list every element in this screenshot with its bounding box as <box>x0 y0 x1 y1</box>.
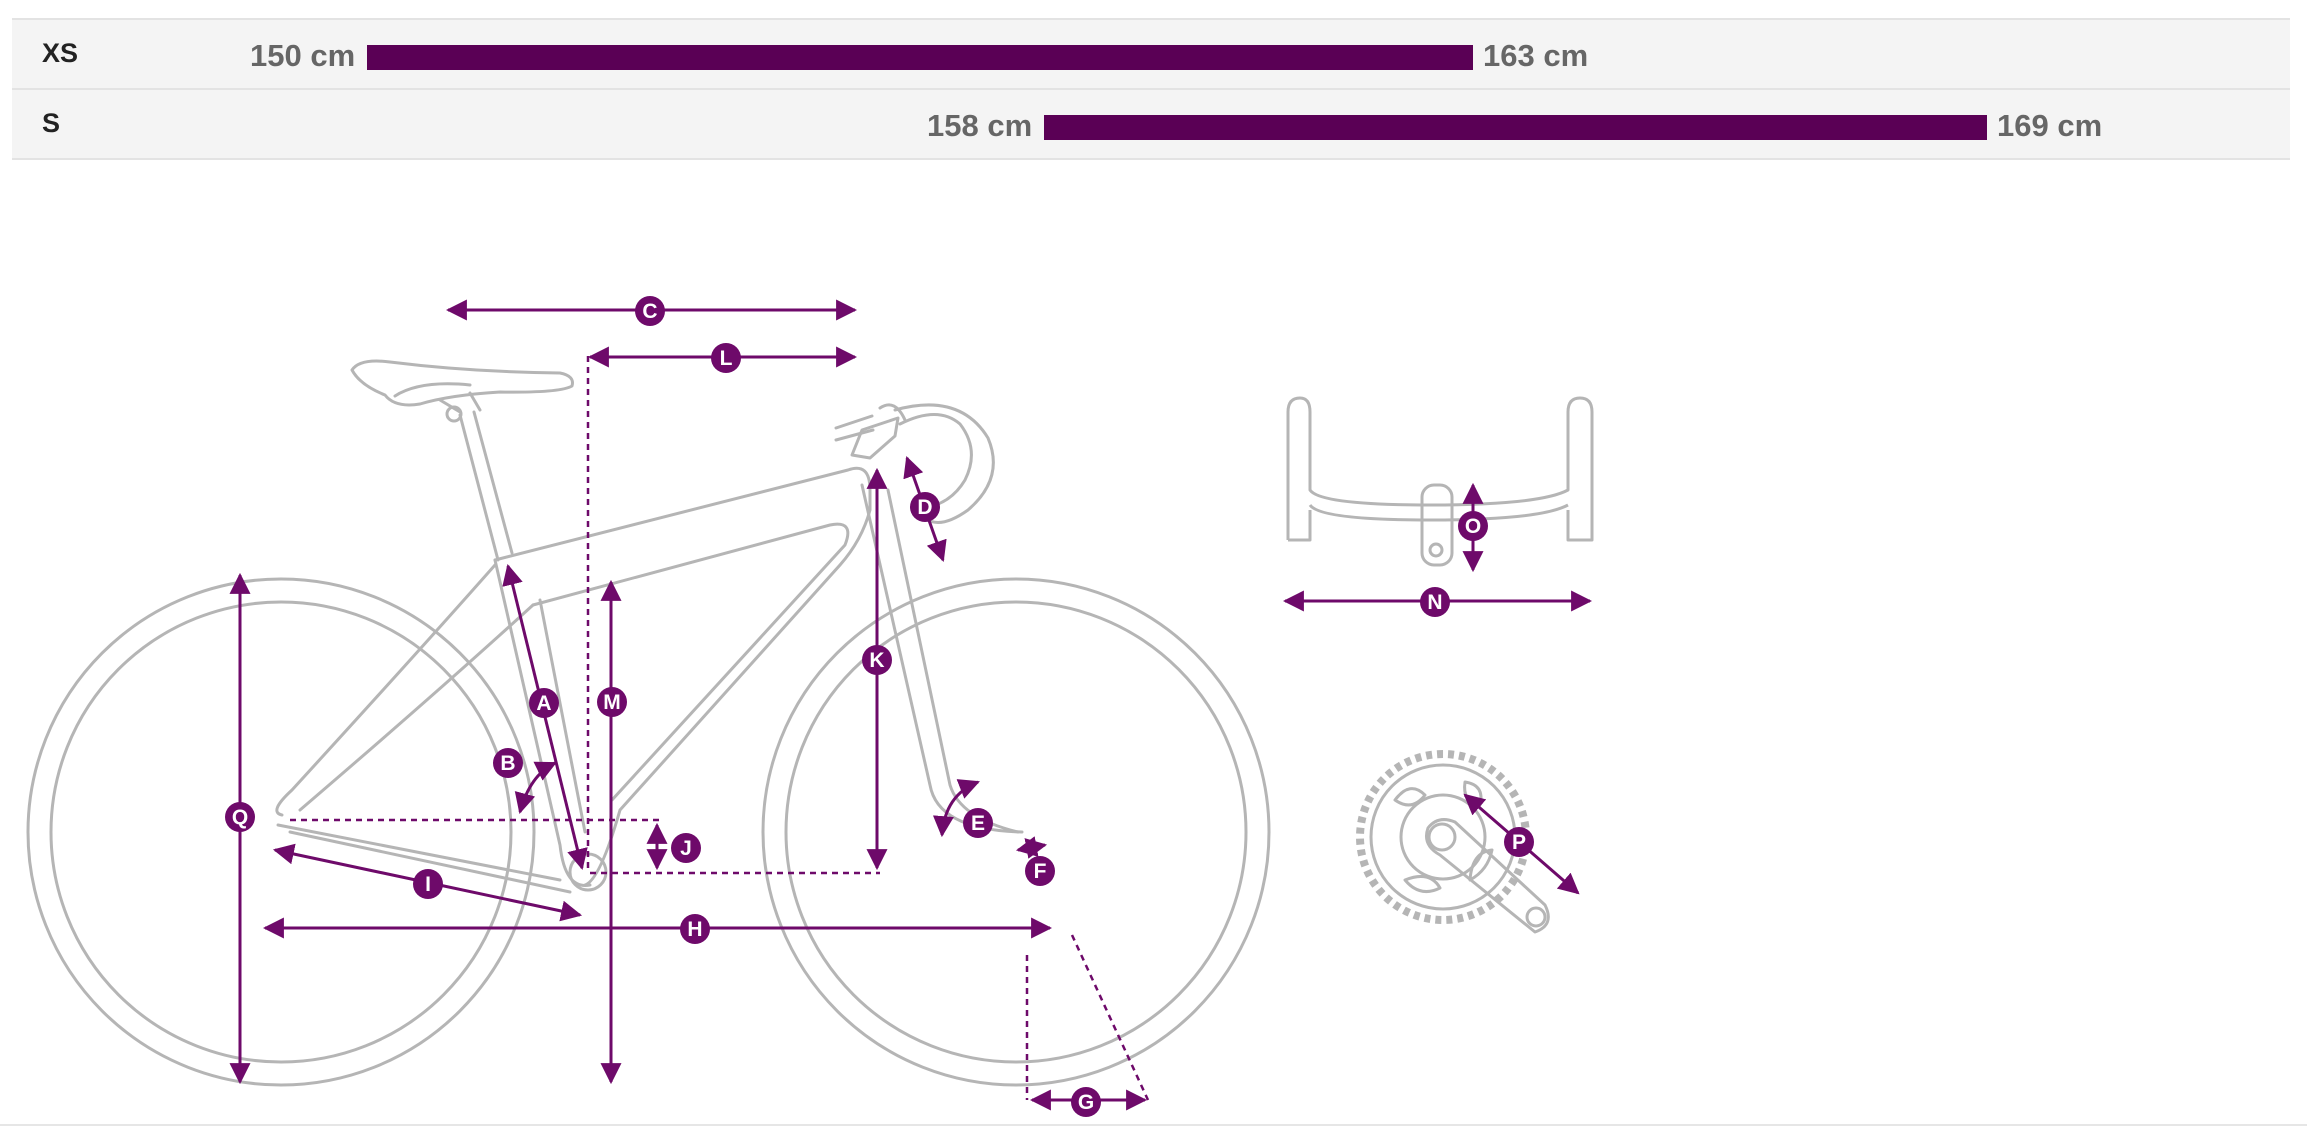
svg-text:B: B <box>500 752 515 775</box>
height-range-bar <box>1044 115 1987 140</box>
svg-text:F: F <box>1034 860 1047 883</box>
height-min: 158 cm <box>927 108 1033 143</box>
badge-c: C <box>635 296 665 326</box>
badge-d: D <box>910 492 940 522</box>
size-label: S <box>42 108 61 138</box>
svg-text:L: L <box>720 347 733 370</box>
badge-j: J <box>671 833 701 863</box>
svg-text:M: M <box>603 691 621 714</box>
svg-text:C: C <box>642 300 657 323</box>
dimension-labels: C L D A M K B Q E J F I H G O N P <box>225 296 1534 1117</box>
badge-g: G <box>1071 1087 1101 1117</box>
dimension-arrows <box>229 299 1593 1111</box>
svg-text:P: P <box>1512 831 1526 854</box>
height-min: 150 cm <box>250 38 356 73</box>
bottom-divider <box>0 1124 2307 1126</box>
badge-m: M <box>597 687 627 717</box>
svg-text:K: K <box>869 649 884 672</box>
height-range-bar <box>367 45 1473 70</box>
arrow-f <box>1015 836 1048 859</box>
badge-a: A <box>529 688 559 718</box>
badge-i: I <box>413 869 443 899</box>
height-max: 169 cm <box>1997 108 2103 143</box>
bike-illustration <box>26 359 1271 1087</box>
badge-p: P <box>1504 827 1534 857</box>
arrow-b <box>514 761 557 815</box>
front-wheel <box>761 577 1271 1087</box>
size-range-table: XS 150 cm 163 cm S 158 cm 169 cm <box>12 18 2290 160</box>
badge-f: F <box>1025 856 1055 886</box>
badge-l: L <box>711 343 741 373</box>
svg-text:J: J <box>680 837 692 860</box>
size-row-s: S 158 cm 169 cm <box>12 88 2290 160</box>
rear-wheel <box>26 577 536 1087</box>
svg-text:D: D <box>917 496 932 519</box>
badge-n: N <box>1420 587 1450 617</box>
badge-h: H <box>680 914 710 944</box>
badge-k: K <box>862 645 892 675</box>
svg-text:G: G <box>1078 1091 1094 1114</box>
reference-lines <box>290 356 1150 1101</box>
svg-text:H: H <box>687 918 702 941</box>
badge-o: O <box>1458 511 1488 541</box>
badge-b: B <box>493 748 523 778</box>
svg-text:I: I <box>425 873 431 896</box>
badge-e: E <box>963 808 993 838</box>
svg-text:E: E <box>971 812 985 835</box>
size-row-xs: XS 150 cm 163 cm <box>12 18 2290 88</box>
svg-text:A: A <box>536 692 551 715</box>
svg-text:Q: Q <box>232 806 248 829</box>
height-max: 163 cm <box>1483 38 1589 73</box>
handlebar-illustration <box>1286 396 1594 567</box>
arrow-e <box>932 779 980 838</box>
size-label: XS <box>42 38 79 68</box>
svg-text:O: O <box>1465 515 1481 538</box>
badge-q: Q <box>225 802 255 832</box>
svg-text:N: N <box>1427 591 1442 614</box>
